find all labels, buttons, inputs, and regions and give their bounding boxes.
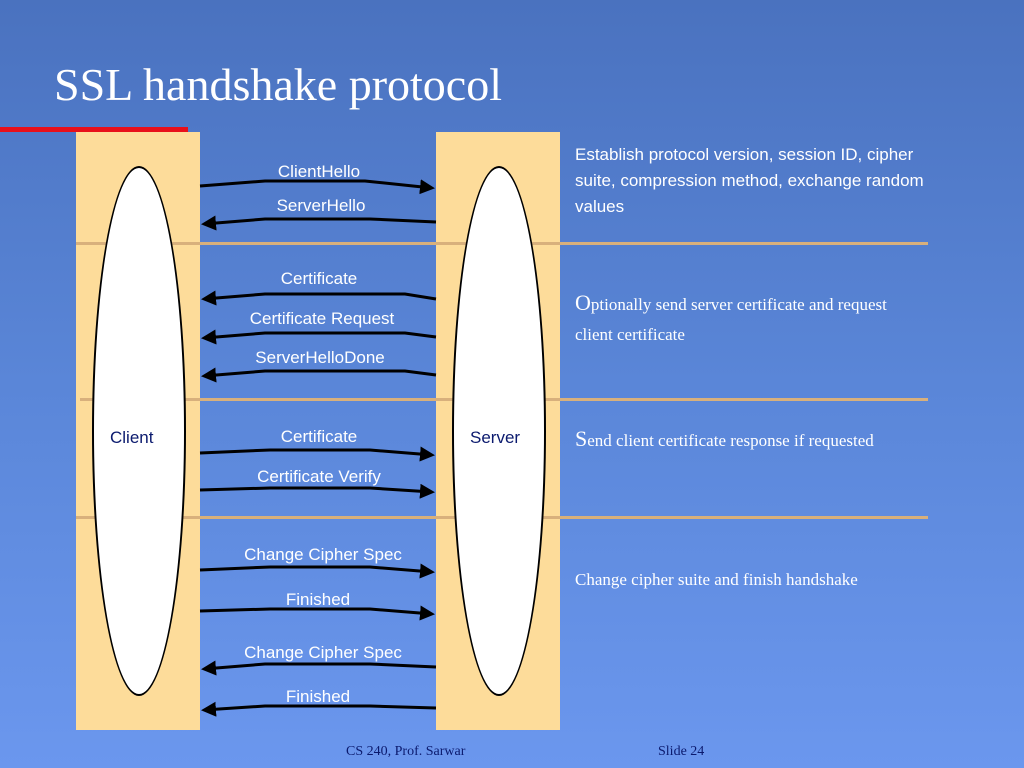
arrow-client-certificate <box>199 446 435 462</box>
description-phase-1: Establish protocol version, session ID, … <box>575 145 924 216</box>
client-oval <box>92 166 186 696</box>
arrow-server-hello-done <box>201 367 437 383</box>
arrow-finished-client <box>199 605 435 621</box>
arrow-server-hello <box>201 215 437 231</box>
message-label: ServerHello <box>276 196 366 215</box>
arrow-finished-server <box>201 701 437 717</box>
description-phase-3: Send client certificate response if requ… <box>575 424 915 456</box>
arrow-client-hello <box>199 179 435 195</box>
arrow-certificate <box>201 290 437 306</box>
arrow-certificate-request <box>201 329 437 345</box>
message-label: Change Cipher Spec <box>244 643 402 662</box>
description-initial: S <box>575 426 588 451</box>
server-oval <box>452 166 546 696</box>
arrow-change-cipher-spec-server <box>201 660 437 676</box>
message-label: Finished <box>285 687 351 706</box>
footer-course: CS 240, Prof. Sarwar <box>346 744 466 759</box>
message-label: Change Cipher Spec <box>244 545 402 564</box>
arrow-certificate-verify <box>199 483 435 499</box>
footer-slide-number: Slide 24 <box>658 744 705 759</box>
description-phase-4: Change cipher suite and finish handshake <box>575 570 858 589</box>
arrow-change-cipher-spec-client <box>199 563 435 579</box>
description-initial: O <box>575 290 591 315</box>
message-label: ClientHello <box>277 162 361 181</box>
description-phase-2: Optionally send server certificate and r… <box>575 288 915 350</box>
title-underline <box>0 127 188 132</box>
client-label: Client <box>110 428 154 447</box>
message-label: Certificate <box>280 269 358 288</box>
message-label: Certificate Verify <box>257 467 381 486</box>
slide-title: SSL handshake protocol <box>54 59 503 110</box>
message-label: Finished <box>285 590 351 609</box>
message-label: Certificate <box>280 427 358 446</box>
description-text: ptionally send server certificate and re… <box>575 295 887 344</box>
message-label: ServerHelloDone <box>255 348 385 367</box>
description-text: end client certificate response if reque… <box>587 431 874 450</box>
server-label: Server <box>470 428 521 447</box>
message-label: Certificate Request <box>249 309 395 328</box>
